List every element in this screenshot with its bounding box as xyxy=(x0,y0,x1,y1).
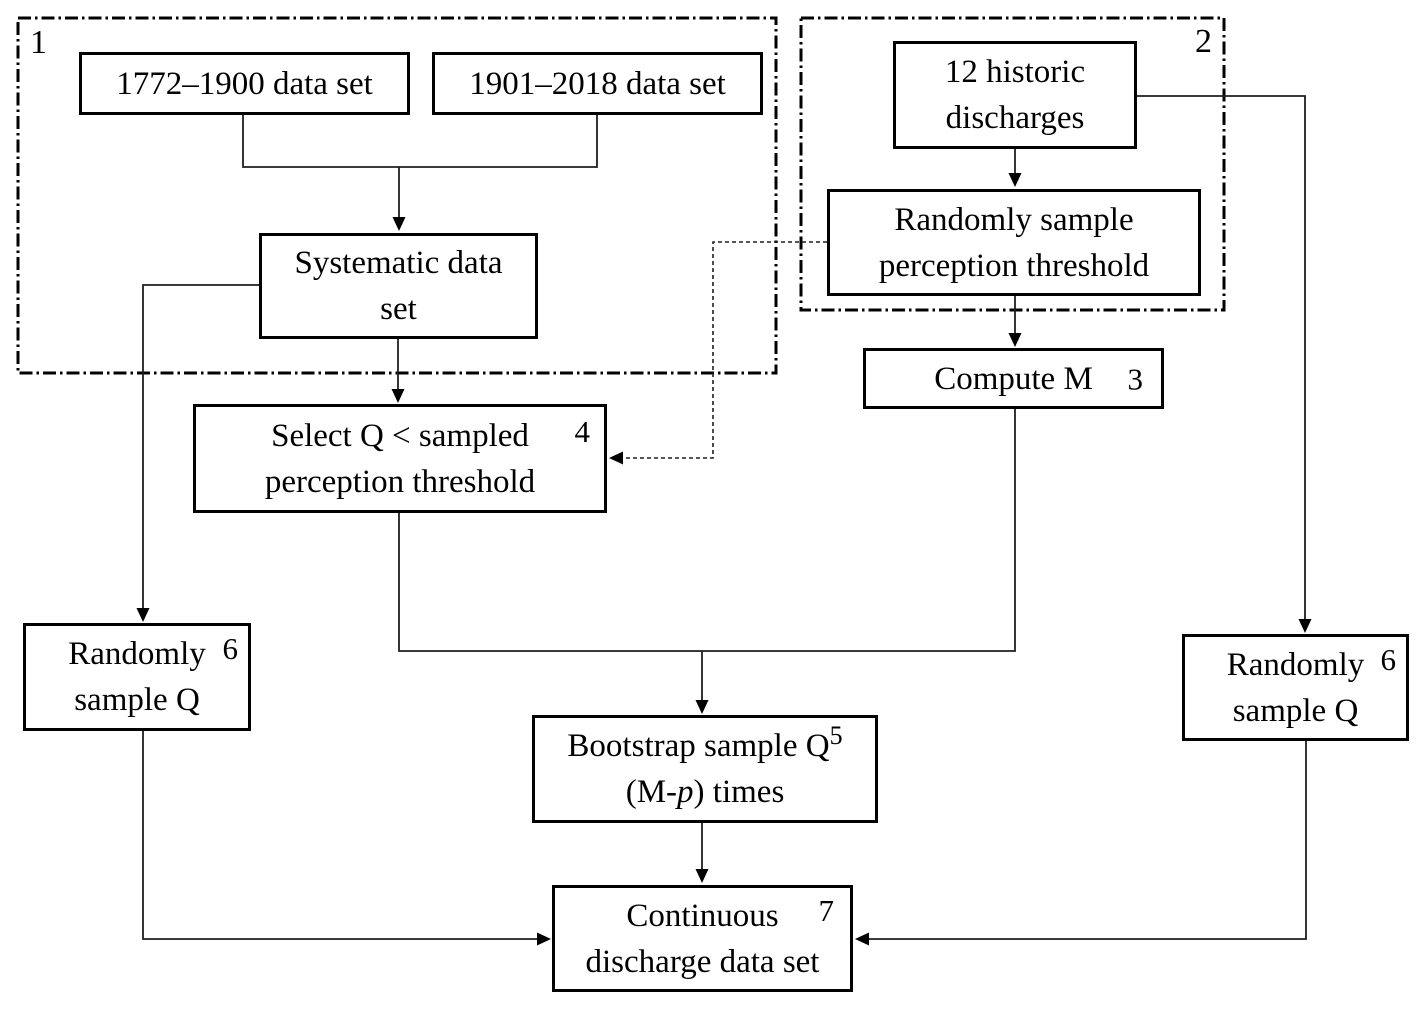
bootstrap-line2-open: (M- xyxy=(625,774,678,810)
box-systematic-data-set: Systematic data set xyxy=(259,233,538,339)
connector-sample-q-left-to-continuous xyxy=(142,730,551,946)
arrowhead-down-icon xyxy=(1298,619,1312,633)
box-label-line1: Select Q < sampled xyxy=(271,417,529,454)
step-number-6: 6 xyxy=(1380,642,1397,677)
bootstrap-text: Bootstrap sample Q xyxy=(567,728,830,764)
connector-systematic-to-select xyxy=(391,338,405,403)
box-label-line2: sample Q xyxy=(74,682,200,718)
step-number-7: 7 xyxy=(818,893,835,928)
arrowhead-down-icon xyxy=(136,608,150,622)
box-label-line2: perception threshold xyxy=(878,247,1150,284)
region-1-border xyxy=(16,16,778,375)
box-label-line2: perception threshold xyxy=(264,463,536,500)
box-label-line1: Randomly sample xyxy=(894,201,1134,238)
box-bootstrap-sample-q: Bootstrap sample Q5 (M-p) times xyxy=(532,715,878,823)
box-randomly-sample-q-left: Randomly sample Q 6 xyxy=(23,623,251,731)
box-randomly-sample-perception-threshold: Randomly sample perception threshold xyxy=(827,189,1201,296)
arrowhead-right-icon xyxy=(537,932,551,946)
bootstrap-line2-var: p xyxy=(677,774,694,810)
box-label-line1: 12 historic xyxy=(944,54,1086,90)
box-label-line2: (M-p) times xyxy=(626,769,785,815)
box-continuous-discharge-data-set: Continuous discharge data set 7 xyxy=(552,885,853,992)
box-label-line1: Bootstrap sample Q5 xyxy=(567,723,842,769)
arrowhead-down-icon xyxy=(391,389,405,403)
region-1-number: 1 xyxy=(30,24,47,61)
box-label-line2: set xyxy=(380,291,417,327)
connector-select-computeM-bus xyxy=(398,408,1016,652)
box-1901-2018-data-set: 1901–2018 data set xyxy=(432,52,763,115)
connector-threshold-to-select-dotted xyxy=(609,241,827,465)
connector-sample-q-right-to-continuous xyxy=(855,740,1307,946)
box-label-line1: Randomly xyxy=(68,636,206,672)
connector-bootstrap-to-continuous xyxy=(695,822,709,883)
region-2-number: 2 xyxy=(1195,23,1212,60)
connector-threshold-to-computeM xyxy=(1008,295,1022,347)
step-number-4: 4 xyxy=(574,414,591,449)
arrowhead-down-icon xyxy=(695,869,709,883)
box-select-q-below-threshold: Select Q < sampled perception threshold … xyxy=(193,404,607,513)
box-label-line2: discharges xyxy=(945,100,1085,136)
connector-merge-datasets xyxy=(242,115,598,168)
connector-historic-to-sample-q-right xyxy=(1136,95,1312,633)
arrowhead-left-icon xyxy=(855,932,869,946)
box-randomly-sample-q-right: Randomly sample Q 6 xyxy=(1182,634,1409,741)
arrowhead-down-icon xyxy=(392,217,406,231)
box-label-line2: sample Q xyxy=(1232,692,1359,729)
connector-merge-to-systematic xyxy=(392,167,406,231)
arrowhead-left-icon xyxy=(609,451,623,465)
box-12-historic-discharges: 12 historic discharges xyxy=(893,41,1137,149)
connector-systematic-to-sample-q-left xyxy=(136,284,259,622)
arrowhead-down-icon xyxy=(1008,333,1022,347)
box-label: 1772–1900 data set xyxy=(116,65,373,102)
box-label-line2: discharge data set xyxy=(585,943,820,980)
box-label: 1901–2018 data set xyxy=(469,65,726,102)
arrowhead-down-icon xyxy=(1008,173,1022,187)
step-number-3: 3 xyxy=(1127,361,1144,396)
connector-bus-to-bootstrap xyxy=(695,651,709,714)
box-label-line1: Randomly xyxy=(1226,646,1365,683)
connector-historic-to-threshold xyxy=(1008,149,1022,187)
box-1772-1900-data-set: 1772–1900 data set xyxy=(79,52,410,115)
bootstrap-line2-close: ) times xyxy=(693,774,785,810)
box-compute-m: Compute M 3 xyxy=(863,348,1164,409)
region-2-border xyxy=(799,16,1226,312)
box-label-line1: Continuous xyxy=(626,897,779,934)
box-label-line1: Systematic data xyxy=(294,245,503,281)
arrowhead-down-icon xyxy=(695,700,709,714)
step-number-6: 6 xyxy=(222,631,239,666)
box-label: Compute M xyxy=(934,360,1093,397)
step-number-5: 5 xyxy=(829,721,843,750)
